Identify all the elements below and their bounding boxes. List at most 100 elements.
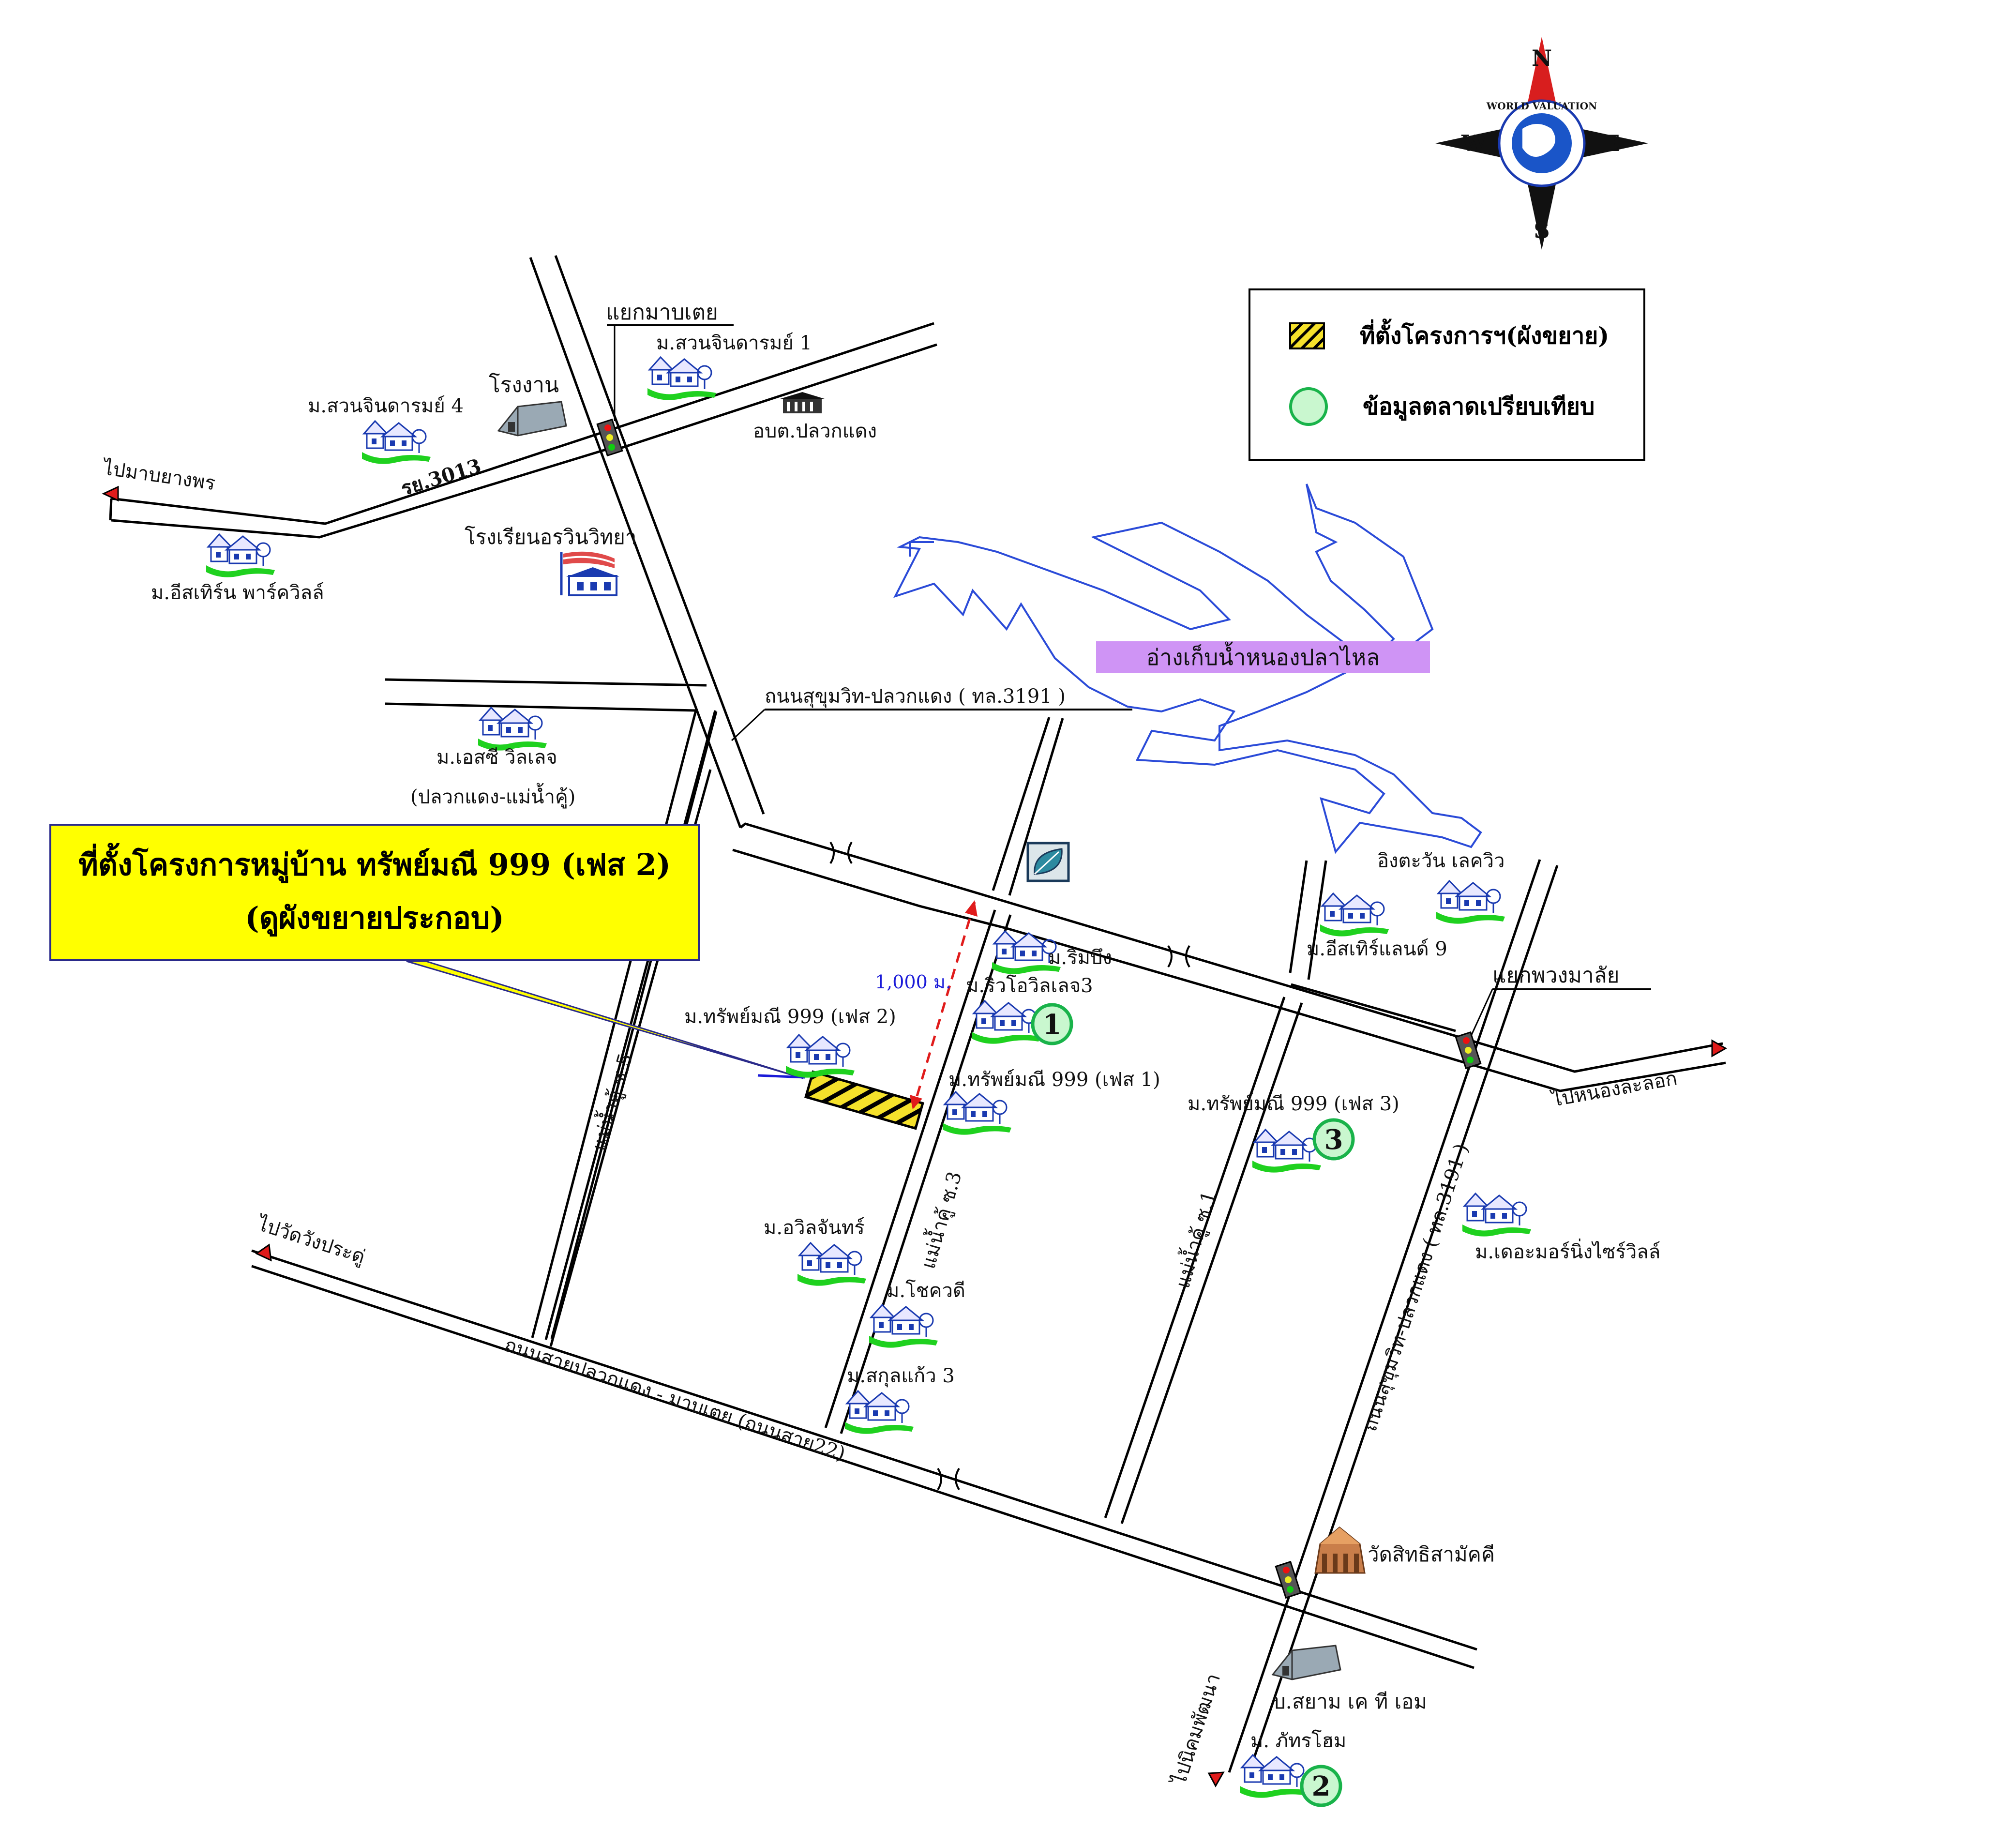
compass-ring-text: WORLD VALUATION [1486, 100, 1597, 112]
label-road-3013: รย.3013 [398, 454, 483, 500]
project-site-hatch [804, 1070, 924, 1130]
temple-icon [1314, 1527, 1366, 1574]
label-eastern-land9: ม.อีสเทิร์แลนด์ 9 [1307, 938, 1447, 960]
label-soi1: แม่น้ำคู้ ซ.1 [1169, 1187, 1221, 1290]
road-west-upper [385, 678, 707, 712]
label-road-22: ถนนสายปลวกแดง - มาบเตย (ถนนสาย22) [502, 1334, 848, 1466]
road-soi3 [824, 909, 1012, 1434]
distance-line [910, 900, 978, 1109]
label-awilchan: ม.อวิลจันทร์ [764, 1217, 865, 1239]
village-icons [205, 356, 1532, 1799]
village-icon [1239, 1754, 1309, 1799]
comparable-marker-2: 2 [1300, 1765, 1342, 1807]
village-icon [1319, 892, 1390, 937]
direction-arrows [102, 485, 1728, 1788]
label-ingtawan: อิงตะวัน เลควิว [1377, 850, 1504, 872]
marker-number: 3 [1324, 1124, 1343, 1156]
village-icon [361, 420, 432, 465]
label-phattra-home: ม. ภัทรโฮม [1250, 1730, 1346, 1752]
label-road-3191-top: ถนนสุขุมวิท-ปลวกแดง ( ทล.3191 ) [765, 685, 1066, 708]
factory-icon [1271, 1645, 1341, 1680]
village-icon [647, 356, 717, 401]
label-siam-ktm: บ.สยาม เค ที เอม [1273, 1690, 1427, 1713]
lake-label: อ่างเก็บน้ำหนองปลาไหล [1096, 641, 1430, 673]
label-eastern-parkville: ม.อีสเทิร์น พาร์ควิลล์ [151, 582, 324, 604]
label-factory: โรงงาน [489, 373, 559, 397]
label-chokdee: ม.โชควดี [887, 1280, 965, 1302]
government-office-icon [780, 392, 825, 413]
callout-title: ที่ตั้งโครงการหมู่บ้าน ทรัพย์มณี 999 (เฟ… [78, 847, 671, 882]
legend-hatch-swatch [1289, 322, 1325, 349]
label-obt: อบต.ปลวกแดง [753, 420, 877, 442]
label-to-nikom: ไปนิคมพัฒนา [1168, 1671, 1225, 1789]
road-3191-south [1228, 859, 1559, 1778]
village-icon [785, 1034, 856, 1079]
legend-circle-swatch [1289, 387, 1328, 426]
village-icon [1461, 1193, 1532, 1238]
legend-row-comparable: ข้อมูลตลาดเปรียบเทียบ [1289, 387, 1595, 426]
compass-north: N [1532, 45, 1552, 71]
road-soi5 [531, 710, 697, 1338]
arrow-to-mabyangporn [102, 485, 119, 502]
village-icon [205, 533, 276, 578]
road-soi1 [1104, 997, 1303, 1524]
village-icon [868, 1304, 939, 1349]
compass-rose: N S W E WORLD VALUATION [1435, 37, 1648, 250]
village-icon [844, 1390, 915, 1435]
label-rimbung: ม.ริมบึง [1048, 947, 1112, 969]
bridge-mark [1167, 945, 1190, 968]
label-sc-village: ม.เอสซี วิลเลจ [436, 746, 557, 769]
lake-outline [893, 484, 1482, 854]
legend: ที่ตั้งโครงการฯ(ผังขยาย) ข้อมูลตลาดเปรีย… [1249, 288, 1645, 461]
marker-number: 1 [1043, 1009, 1062, 1041]
legend-row-site: ที่ตั้งโครงการฯ(ผังขยาย) [1289, 317, 1609, 354]
label-mabtoei-junction: แยกมาบเตย [606, 300, 718, 325]
arrow-to-wat-wangprachu [255, 1243, 272, 1262]
road-22 [251, 1249, 1477, 1669]
project-callout: ที่ตั้งโครงการหมู่บ้าน ทรัพย์มณี 999 (เฟ… [49, 824, 700, 961]
bridge-mark [937, 1467, 960, 1491]
label-sakulkaew3: ม.สกุลแก้ว 3 [847, 1365, 955, 1388]
label-sap999-phase3: ม.ทรัพย์มณี 999 (เฟส 3) [1188, 1093, 1399, 1115]
label-suanjindarom1: ม.สวนจินดารมย์ 1 [656, 332, 812, 354]
label-road-3191-side: ถนนสุขุมวิท-ปลวกแดง ( ทล.3191 ) [1359, 1141, 1474, 1434]
label-morning-side: ม.เดอะมอร์นิ่งไซร์วิลล์ [1475, 1239, 1660, 1263]
compass-south: S [1534, 217, 1550, 243]
fuel-station-icon [1026, 842, 1070, 882]
label-temple: วัดสิทธิสามัคคี [1368, 1542, 1495, 1566]
road-3013 [111, 322, 937, 539]
callout-pointer [406, 960, 806, 1079]
label-school: โรงเรียนอรวินวิทยา [465, 525, 636, 549]
factory-icon [497, 401, 567, 437]
compass-west: W [1461, 130, 1487, 156]
village-icon [1251, 1129, 1322, 1174]
legend-site-label: ที่ตั้งโครงการฯ(ผังขยาย) [1360, 322, 1610, 349]
traffic-light-icon [1455, 1031, 1482, 1069]
arrow-to-nikom [1207, 1771, 1225, 1788]
comparable-marker-3: 3 [1312, 1118, 1355, 1161]
village-icon [1435, 880, 1506, 925]
label-sc-village-sub: (ปลวกแดง-แม่น้ำคู้) [410, 783, 575, 808]
compass-east: E [1603, 130, 1620, 156]
label-suanjindarom4: ม.สวนจินดารมย์ 4 [308, 395, 464, 417]
label-phuangmalai-junction: แยกพวงมาลัย [1492, 963, 1619, 988]
village-icon [797, 1242, 867, 1287]
label-distance: 1,000 ม. [875, 971, 951, 993]
label-river-village: ม.ริวโอวิลเลจ3 [966, 975, 1093, 997]
callout-subtitle: (ดูผังขยายประกอบ) [245, 900, 504, 936]
label-sap999-phase2: ม.ทรัพย์มณี 999 (เฟส 2) [684, 1006, 896, 1028]
village-icon [942, 1091, 1012, 1136]
marker-number: 2 [1312, 1770, 1331, 1802]
school-icon [560, 551, 619, 596]
label-sap999-phase1: ม.ทรัพย์มณี 999 (เฟส 1) [948, 1069, 1160, 1091]
comparable-marker-1: 1 [1031, 1003, 1073, 1045]
arrow-to-nonglalok [1711, 1039, 1728, 1058]
village-icon [971, 1000, 1041, 1045]
legend-comparable-label: ข้อมูลตลาดเปรียบเทียบ [1363, 393, 1595, 420]
traffic-light-icon [1275, 1561, 1302, 1599]
label-to-nonglalok: ไปหนองละลอก [1549, 1067, 1679, 1111]
road-3191-upper [732, 822, 1726, 1092]
road-north-soi [992, 717, 1064, 896]
village-icon [477, 707, 548, 752]
